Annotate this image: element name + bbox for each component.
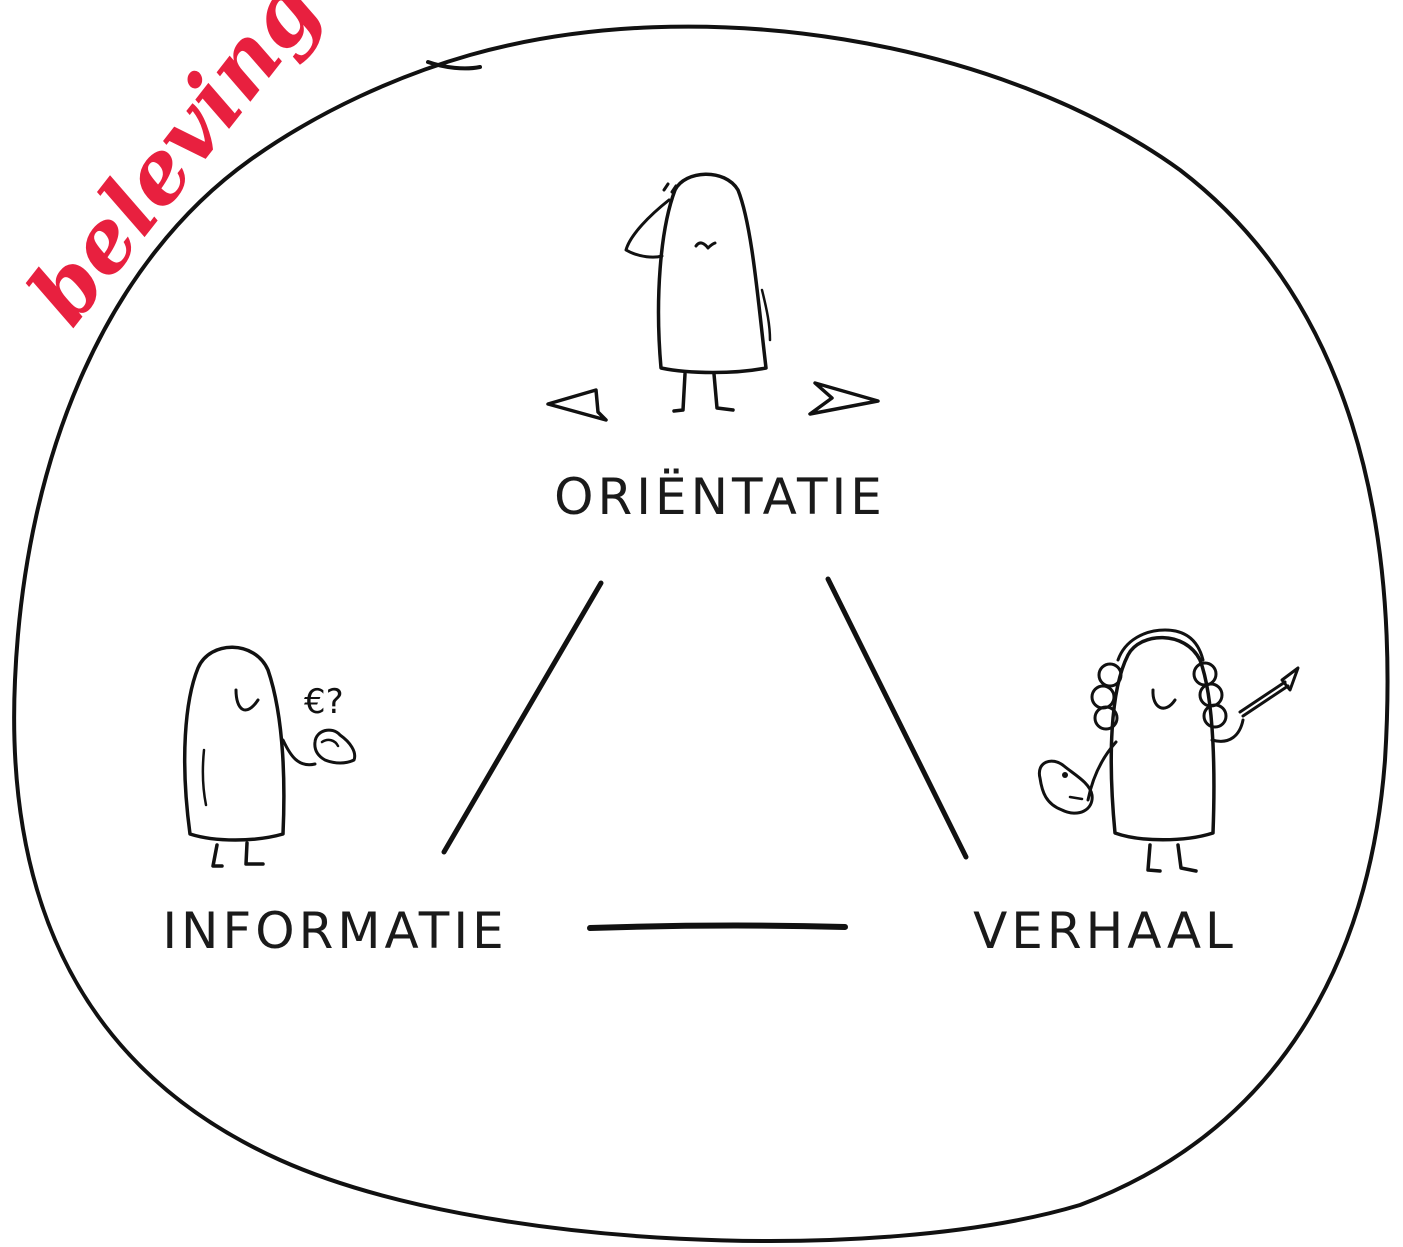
diagram-title: beleving bbox=[9, 0, 340, 343]
edge-informatie-verhaal bbox=[587, 922, 848, 931]
blob-overstroke bbox=[426, 60, 482, 71]
node-label-verhaal: VERHAAL bbox=[973, 902, 1237, 960]
informatie-note: €? bbox=[304, 682, 344, 722]
node-label-informatie: INFORMATIE bbox=[162, 902, 507, 960]
edge-orientatie-verhaal bbox=[825, 576, 969, 860]
edge-orientatie-informatie bbox=[441, 580, 604, 855]
enclosing-blob bbox=[12, 24, 1390, 1243]
palette-icon bbox=[1037, 759, 1094, 815]
brush-icon bbox=[1238, 680, 1290, 718]
arrow-left-icon bbox=[546, 388, 608, 422]
arrow-right-icon bbox=[808, 381, 880, 416]
looking-figure-icon bbox=[546, 172, 880, 422]
painter-figure-icon bbox=[1037, 628, 1300, 873]
node-label-orientatie: ORIËNTATIE bbox=[554, 468, 886, 526]
money-question-figure-icon: €? bbox=[182, 645, 357, 868]
